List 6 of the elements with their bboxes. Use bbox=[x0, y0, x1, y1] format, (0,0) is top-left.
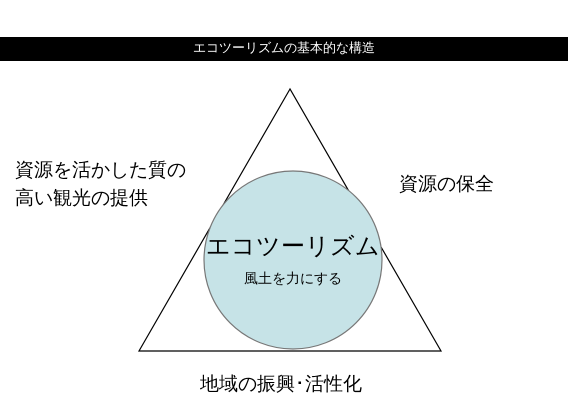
center-title: エコツーリズム bbox=[205, 232, 381, 261]
side-label: 資源の保全 bbox=[399, 172, 495, 197]
center-subtitle: 風土を力にする bbox=[243, 271, 343, 288]
side-label: 資源を活かした質の高い観光の提供 bbox=[15, 158, 187, 211]
side-label: 地域の振興･活性化 bbox=[200, 372, 363, 397]
title-bar: エコツーリズムの基本的な構造 bbox=[0, 37, 568, 61]
